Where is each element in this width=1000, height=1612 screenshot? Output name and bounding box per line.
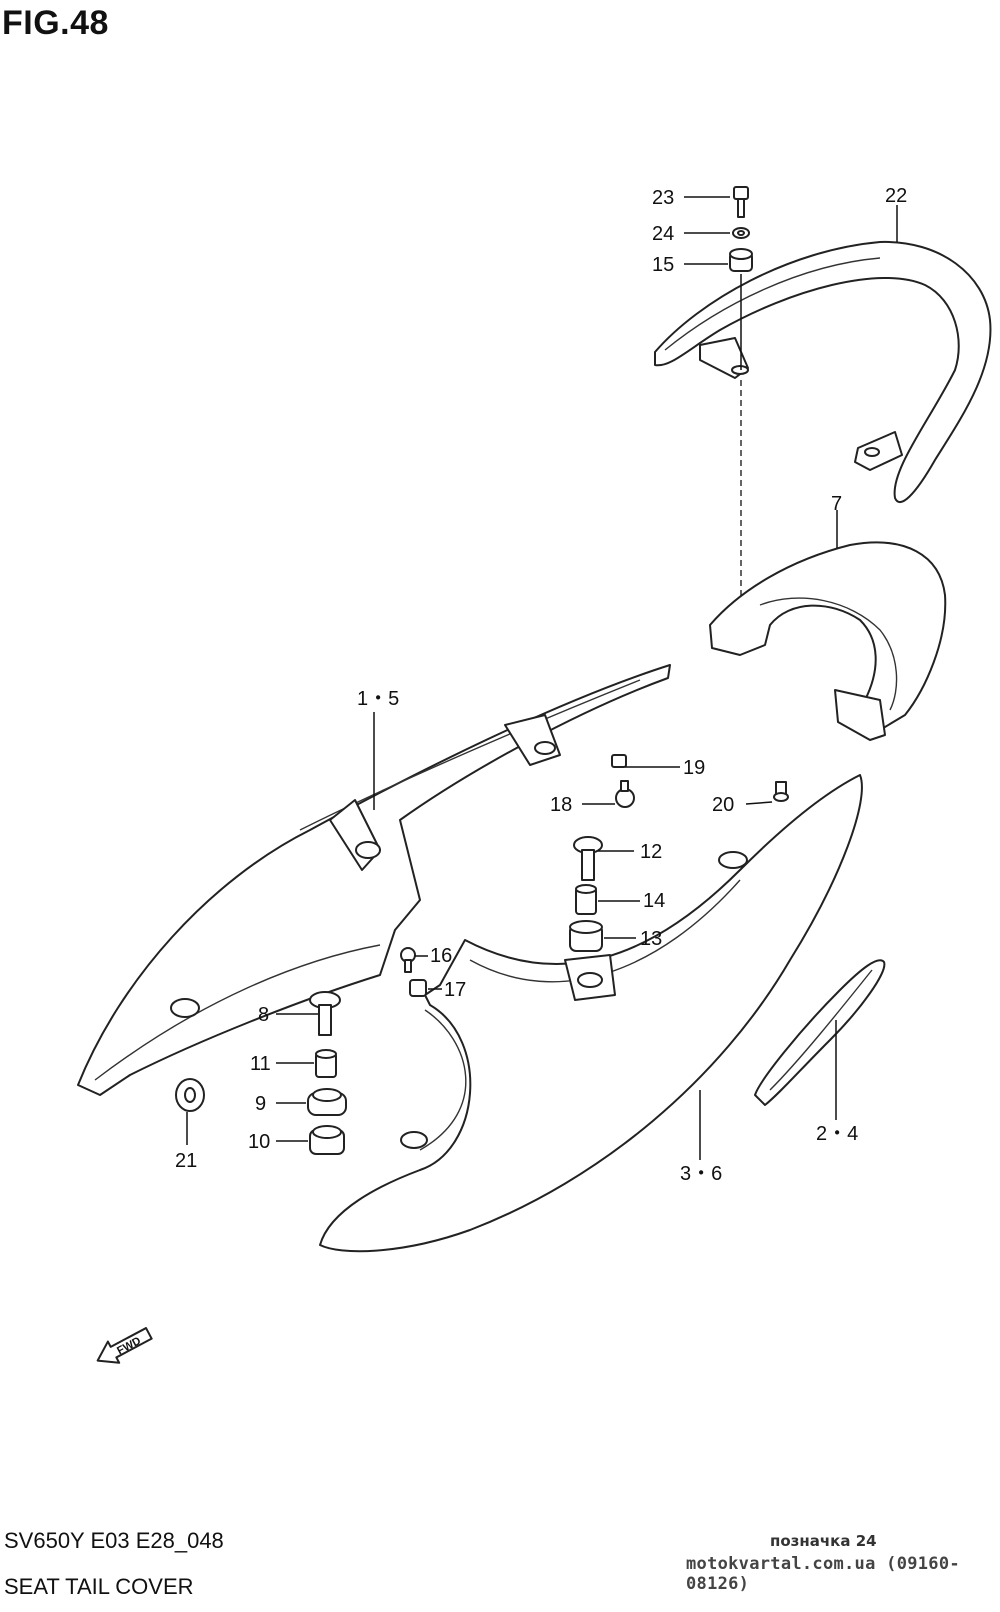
- forward-label: FWD: [115, 1335, 143, 1357]
- grommet-21: [175, 1078, 205, 1112]
- cushion-9: [307, 1088, 347, 1116]
- model-code: SV650Y E03 E28_048: [4, 1528, 224, 1553]
- rear-cowl-part: [709, 541, 947, 741]
- callout-label: 7: [831, 493, 842, 515]
- screw-18: [615, 780, 635, 808]
- screw-20: [773, 781, 789, 802]
- callout-label: 2・4: [816, 1123, 858, 1145]
- callout-label: 12: [640, 841, 662, 863]
- left-tail-cover-part: [77, 664, 671, 1096]
- callout-label: 13: [640, 928, 662, 950]
- callout-label: 3・6: [680, 1163, 722, 1185]
- callout-label: 1・5: [357, 688, 399, 710]
- collar-11: [315, 1049, 337, 1078]
- figure-caption: SEAT TAIL COVER: [4, 1574, 194, 1599]
- callout-label: 18: [550, 794, 572, 816]
- cushion-15: [729, 248, 753, 272]
- cushion-10: [309, 1125, 345, 1155]
- washer-24: [732, 227, 750, 239]
- callout-label: 8: [258, 1004, 269, 1026]
- nut-17: [409, 979, 427, 997]
- grab-rail-part: [654, 240, 992, 504]
- callout-label: 23: [652, 187, 674, 209]
- callout-label: 14: [643, 890, 665, 912]
- clip-19: [611, 754, 627, 768]
- watermark: motokvartal.com.ua (09160-08126): [686, 1554, 960, 1594]
- mark-note: позначка 24: [770, 1532, 877, 1550]
- forward-arrow-icon: FWD: [96, 1327, 153, 1364]
- emblem-part: [754, 959, 886, 1106]
- callout-label: 19: [683, 757, 705, 779]
- callout-label: 15: [652, 254, 674, 276]
- callout-label: 21: [175, 1150, 197, 1172]
- callout-label: 11: [250, 1053, 271, 1075]
- right-tail-cover-part: [319, 774, 863, 1253]
- callout-label: 10: [248, 1131, 270, 1153]
- callout-label: 20: [712, 794, 734, 816]
- callout-label: 16: [430, 945, 452, 967]
- callout-label: 24: [652, 223, 674, 245]
- collar-14: [575, 884, 597, 915]
- cushion-13: [569, 920, 603, 952]
- callout-label: 22: [885, 185, 907, 207]
- callout-label: 9: [255, 1093, 266, 1115]
- bolt-8: [309, 991, 341, 1036]
- callout-label: 17: [444, 979, 466, 1001]
- screw-16: [400, 947, 416, 973]
- figure-title: FIG.48: [2, 4, 109, 42]
- bolt-23: [733, 186, 749, 218]
- bolt-12: [573, 836, 603, 881]
